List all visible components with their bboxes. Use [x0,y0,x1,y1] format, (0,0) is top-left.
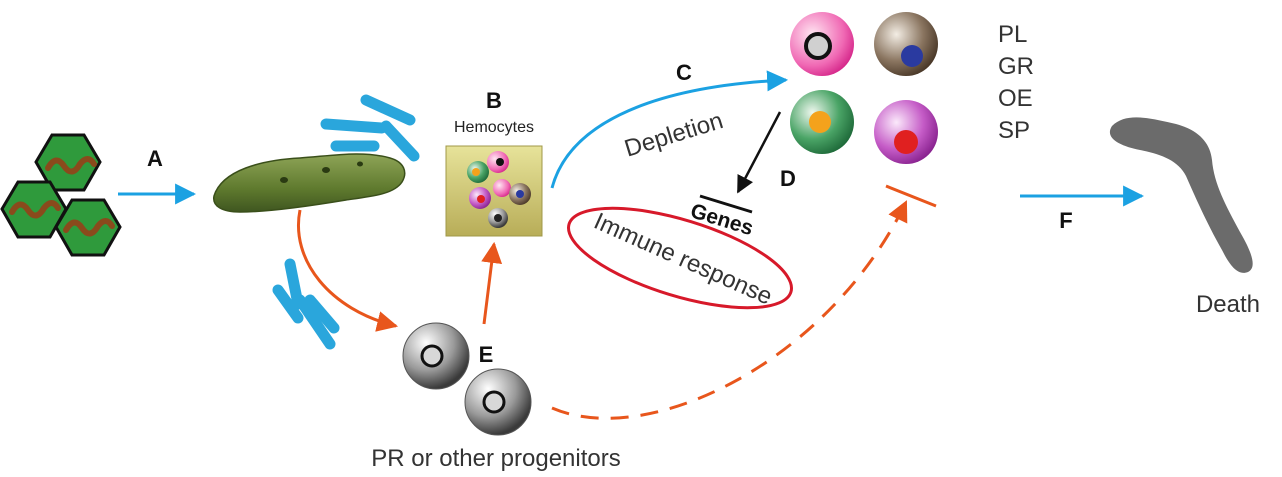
cell-type-label: SP [998,117,1030,144]
label-step-f: F [1059,208,1072,233]
plasmatocyte-cell [790,12,854,76]
label-death: Death [1196,291,1260,318]
arrow-c-depletion [550,70,789,189]
virus-hexagon [0,180,68,239]
cell-type-cluster [790,12,938,164]
rod-cluster-top [320,94,420,162]
oenocytoid-cell [790,90,854,154]
label-step-e: E [479,342,494,367]
larva [213,153,406,213]
label-step-a: A [147,146,163,171]
rod-cluster-bottom [272,258,340,350]
virus-hexagon [54,198,122,257]
virus-particles [0,133,122,257]
arrow-larva-to-progenitors [297,209,399,332]
virus-hexagon [34,133,102,192]
progenitor-cells [402,322,532,436]
progenitor-cell [402,322,470,390]
granulocyte-cell [874,12,938,76]
label-step-d: D [780,166,796,191]
hemocytes-panel [445,145,543,237]
immune-response-ellipse [567,206,793,310]
label-step-c: C [676,60,692,85]
cell-type-label: PL [998,21,1027,48]
dead-larva [1109,117,1253,273]
spherulocyte-cell [874,100,938,164]
arrow-progenitors-to-hemocytes [481,241,503,325]
label-depletion: Depletion [621,107,726,162]
progenitor-cell [464,368,532,436]
dashed-inhibition-arrow [551,200,908,420]
inhibition-bar [885,184,937,208]
cell-type-label: OE [998,85,1033,112]
cell-type-list: PL GR OE SP [998,21,1034,144]
label-hemocytes: Hemocytes [454,119,534,136]
label-progenitors: PR or other progenitors [371,445,620,472]
arrow-d [736,111,782,194]
cell-type-label: GR [998,53,1034,80]
label-step-b: B [486,88,502,113]
